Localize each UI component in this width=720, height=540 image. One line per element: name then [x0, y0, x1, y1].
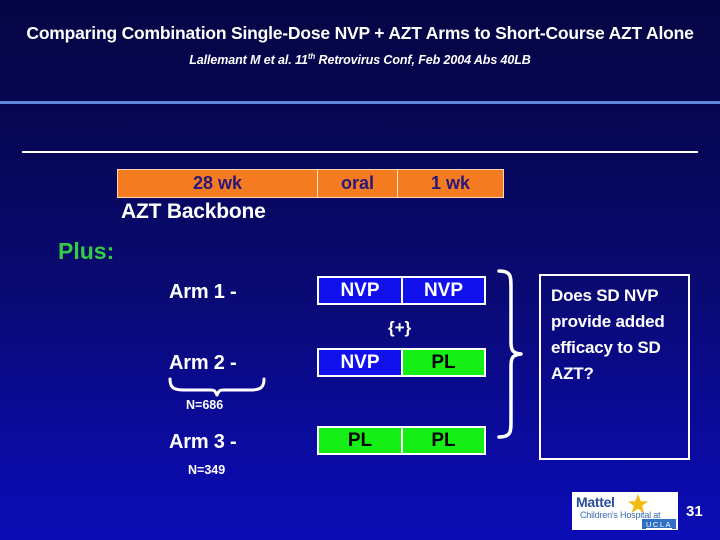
arm-2-cell-1: NVP [319, 350, 403, 375]
logo-subtitle-text: Children's Hospital at [580, 510, 661, 520]
arm-2-cell-2: PL [403, 350, 484, 375]
timeline-segment-28wk: 28 wk [118, 170, 318, 197]
arm-3-cell-2: PL [403, 428, 484, 453]
arm-1-label: Arm 1 - [169, 281, 237, 303]
logo-brand-text: Mattel [576, 494, 615, 510]
title-block: Comparing Combination Single-Dose NVP + … [0, 22, 720, 67]
research-question-text: Does SD NVP provide added efficacy to SD… [551, 286, 665, 383]
arm-2-label: Arm 2 - [169, 352, 237, 374]
section-divider [22, 151, 698, 153]
plus-label: Plus: [58, 238, 115, 264]
arm-3-treatment-row: PL PL [317, 426, 486, 455]
citation-ordinal-suffix: th [307, 52, 316, 61]
arm-2-sample-size: N=686 [186, 398, 224, 412]
citation-suffix: Retrovirus Conf, Feb 2004 Abs 40LB [315, 53, 531, 68]
arm-3-sample-size: N=349 [188, 463, 226, 477]
arm-2-treatment-row: NVP PL [317, 348, 486, 377]
star-icon [627, 493, 649, 514]
group-underbrace-icon [168, 377, 266, 397]
header-divider [0, 101, 720, 104]
arm-1-cell-1: NVP [319, 278, 403, 303]
research-question-box: Does SD NVP provide added efficacy to SD… [539, 274, 690, 460]
arm-1-cell-2: NVP [403, 278, 484, 303]
logo-ucla-badge: UCLA [641, 519, 676, 529]
timeline-segment-oral: oral [318, 170, 398, 197]
arm-3-cell-1: PL [319, 428, 403, 453]
page-title: Comparing Combination Single-Dose NVP + … [26, 23, 694, 43]
arm-3-label: Arm 3 - [169, 431, 237, 453]
timeline-bar: 28 wk oral 1 wk [117, 169, 504, 198]
arm-1-treatment-row: NVP NVP [317, 276, 486, 305]
citation-subtitle: Lallemant M et al. 11th Retrovirus Conf,… [0, 52, 720, 67]
question-brace-icon [497, 269, 523, 439]
page-number: 31 [686, 503, 703, 520]
plus-connector-label: {+} [388, 318, 412, 337]
hospital-logo: Mattel Children's Hospital at UCLA [572, 492, 678, 530]
timeline-segment-1wk: 1 wk [398, 170, 503, 197]
citation-prefix: Lallemant M et al. 11 [189, 53, 308, 68]
azt-backbone-label: AZT Backbone [121, 200, 266, 223]
